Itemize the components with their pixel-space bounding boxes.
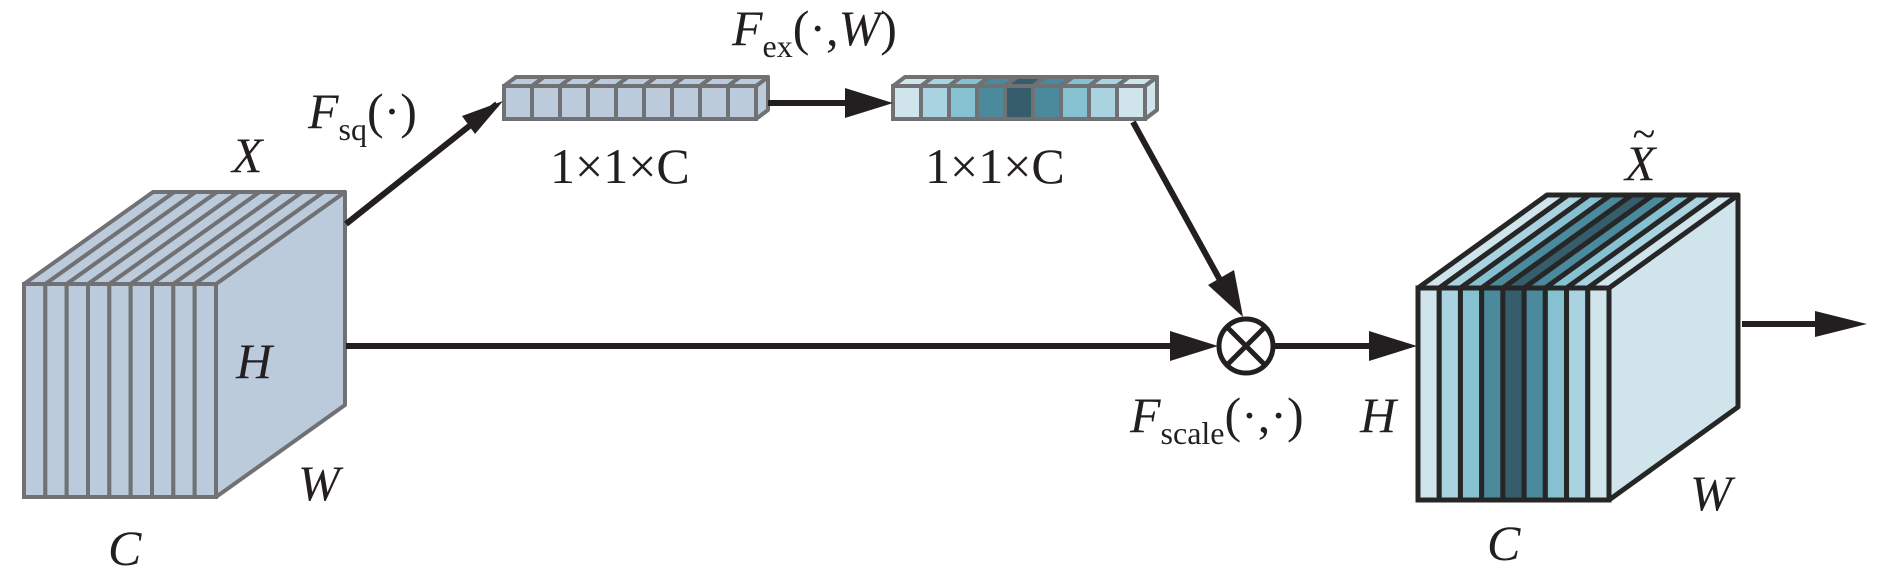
input-h-label: H <box>235 333 275 389</box>
squeeze-op-sub: sq <box>339 111 367 147</box>
cube-front-slice <box>43 282 69 499</box>
squeeze-op-args: (·) <box>367 83 417 139</box>
scale-op-label: Fscale(·,·) <box>1129 387 1304 451</box>
output-x-label: X <box>1623 135 1658 191</box>
cube-front-slice <box>891 84 923 121</box>
squeeze-op-label: Fsq(·) <box>307 83 417 147</box>
excite-arrowhead <box>845 88 893 118</box>
excite-shape-text: 1×1×C <box>925 138 1065 194</box>
output-c-label: C <box>1487 515 1521 571</box>
squeeze-arrowhead <box>462 101 503 134</box>
input-w-label: W <box>298 455 344 511</box>
cube-front-slice <box>947 84 979 121</box>
excitation-vector <box>891 75 1159 121</box>
input-x-label: X <box>230 127 265 183</box>
cube-front-slice <box>1542 285 1570 503</box>
excite-op-w: W <box>839 0 885 56</box>
cube-front-slice <box>1521 285 1548 503</box>
cube-front-slice <box>1564 285 1591 503</box>
cube-front-slice <box>726 84 758 121</box>
cube-front-slice <box>698 84 730 121</box>
excite-op-main: F <box>731 0 763 56</box>
cube-front-slice <box>1003 84 1035 121</box>
cube-front-slice <box>1457 285 1485 503</box>
weights-arrow <box>1130 120 1223 282</box>
excite-op-sub: ex <box>763 28 793 64</box>
cube-front-slice <box>128 282 155 499</box>
cube-front-slice <box>1500 285 1527 503</box>
cube-front-slice <box>1087 84 1119 121</box>
cube-front-slice <box>107 282 133 499</box>
cube-front-slice <box>1415 285 1442 503</box>
cube-front-slice <box>192 282 219 499</box>
output-arrowhead <box>1815 311 1867 337</box>
arrows <box>344 88 1867 361</box>
input-c-label: C <box>108 520 142 576</box>
cube-front-slice <box>86 282 112 499</box>
squeeze-vector <box>502 75 770 121</box>
cube-front-slice <box>150 282 176 499</box>
cube-front-slice <box>1479 285 1506 503</box>
squeeze-shape-label: 1×1×C <box>550 138 690 194</box>
cube-front-slice <box>1436 285 1463 503</box>
cube-front-slice <box>975 84 1007 121</box>
scale-operator <box>1216 316 1276 376</box>
output-tensor-cube <box>1415 192 1741 503</box>
cube-front-slice <box>171 282 197 499</box>
labels: X H W C Fsq(·) 1×1×C Fex(·,W) 1×1×C Fsca… <box>108 0 1736 576</box>
cube-front-slice <box>1031 84 1063 121</box>
cube-front-slice <box>670 84 702 121</box>
cube-front-slice <box>64 282 90 499</box>
cube-front-slice <box>1115 84 1147 121</box>
scale-op-main: F <box>1129 387 1161 443</box>
cube-front-slice <box>558 84 590 121</box>
output-h-label: H <box>1359 387 1399 443</box>
squeeze-shape-text: 1×1×C <box>550 138 690 194</box>
excite-op-label: Fex(·,W) <box>731 0 897 64</box>
identity-arrowhead <box>1170 331 1218 361</box>
squeeze-op-main: F <box>307 83 339 139</box>
cube-front-slice <box>22 282 48 499</box>
excite-op-args: (·, <box>793 0 839 56</box>
cube-front-slice <box>1585 285 1612 503</box>
scale-op-sub: scale <box>1161 415 1225 451</box>
cube-front-slice <box>642 84 674 121</box>
cube-front-slice <box>614 84 646 121</box>
cube-front-slice <box>530 84 562 121</box>
excite-shape-label: 1×1×C <box>925 138 1065 194</box>
cube-front-slice <box>586 84 618 121</box>
input-tensor-cube <box>22 190 347 499</box>
cube-front-slice <box>1059 84 1091 121</box>
scale-op-args: (·,·) <box>1225 387 1304 443</box>
cube-front-slice <box>919 84 951 121</box>
multiply-cross-b <box>1225 325 1267 367</box>
output-x-tilde: ~ <box>1632 112 1655 158</box>
cube-front-slice <box>502 84 534 121</box>
scaled-arrowhead <box>1369 331 1417 361</box>
excite-op-close: ) <box>880 0 897 56</box>
weights-arrowhead <box>1208 270 1243 317</box>
output-w-label: W <box>1690 465 1736 521</box>
